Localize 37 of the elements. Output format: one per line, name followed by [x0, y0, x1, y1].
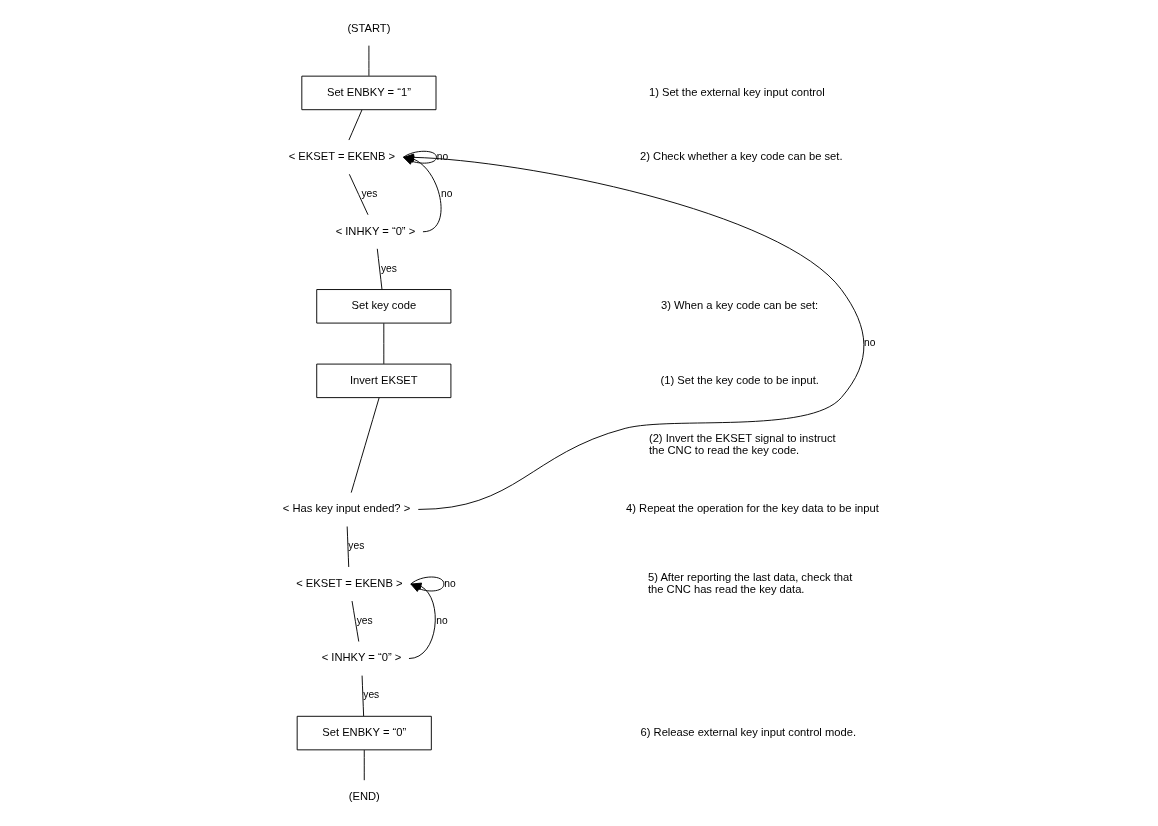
edge-label: yes	[362, 689, 379, 701]
node-text: (START)	[346, 21, 390, 34]
edge-label: no	[440, 188, 452, 200]
label: 1) Set the external key input control	[648, 85, 825, 98]
connector	[363, 749, 365, 781]
node-box: Set key code	[315, 289, 451, 324]
edge-label: yes	[380, 262, 397, 274]
node-text: < INHKY = “0” >	[321, 651, 401, 664]
edge-label: no	[443, 577, 456, 589]
edge-label: no	[435, 614, 448, 626]
edge-label: yes	[347, 540, 364, 552]
label: 6) Release external key input control mode.	[640, 725, 856, 738]
label: 5) After reporting the last data, check that the CNC has read the key data.	[647, 570, 852, 595]
label: (2) Invert the EKSET signal to instruct the CNC to read the key code.	[648, 431, 836, 457]
connector	[376, 248, 382, 290]
edge-label: yes	[356, 614, 373, 626]
connector	[348, 173, 368, 216]
label: (1) Set the key code to be input.	[660, 373, 819, 386]
node-box: Set ENBKY = “1”	[300, 75, 436, 111]
node-text: < Has key input ended? >	[282, 502, 410, 515]
connector	[361, 675, 364, 717]
node-box: Set ENBKY = “0”	[296, 715, 432, 751]
node-text: < INHKY = “0” >	[335, 224, 415, 237]
connector	[350, 397, 380, 494]
edge-label: no	[863, 337, 875, 349]
label: 2) Check whether a key code can be set.	[639, 150, 843, 163]
connector	[351, 600, 359, 642]
connector	[347, 109, 362, 141]
node-text: < EKSET = EKENB >	[295, 576, 402, 589]
edge-label: yes	[360, 188, 377, 200]
node-text: (END)	[348, 790, 380, 803]
connector	[382, 322, 384, 365]
node-box: Invert EKSET	[315, 363, 451, 399]
connector	[346, 526, 349, 568]
node-text: < EKSET = EKENB >	[288, 150, 395, 163]
label: 3) When a key code can be set:	[660, 299, 818, 312]
label: 4) Repeat the operation for the key data to be input	[625, 502, 879, 515]
